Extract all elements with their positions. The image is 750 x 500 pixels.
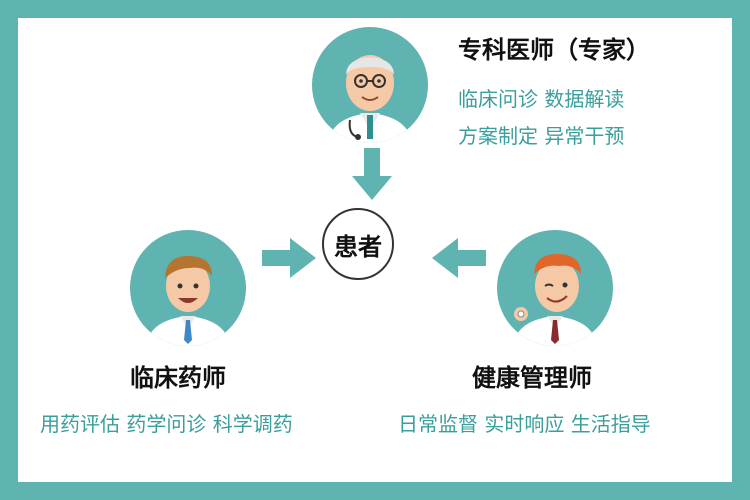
- specialist-title: 专科医师（专家）: [458, 36, 650, 64]
- specialist-line-2: 方案制定 异常干预: [458, 124, 625, 148]
- specialist-avatar: [312, 27, 428, 143]
- arrow-down-icon: [352, 148, 392, 200]
- center-node-label: 患者: [334, 232, 382, 261]
- health-manager-avatar: [497, 230, 613, 346]
- health-manager-duties: 日常监督 实时响应 生活指导: [398, 412, 651, 436]
- pharmacist-duties: 用药评估 药学问诊 科学调药: [40, 412, 293, 436]
- specialist-line-1: 临床问诊 数据解读: [458, 87, 625, 111]
- arrow-left-icon: [432, 238, 486, 278]
- health-manager-title: 健康管理师: [472, 364, 592, 392]
- pharmacist-title: 临床药师: [130, 364, 226, 392]
- pharmacist-avatar: [130, 230, 246, 346]
- center-node-patient: 患者: [322, 208, 394, 280]
- arrow-right-icon: [262, 238, 316, 278]
